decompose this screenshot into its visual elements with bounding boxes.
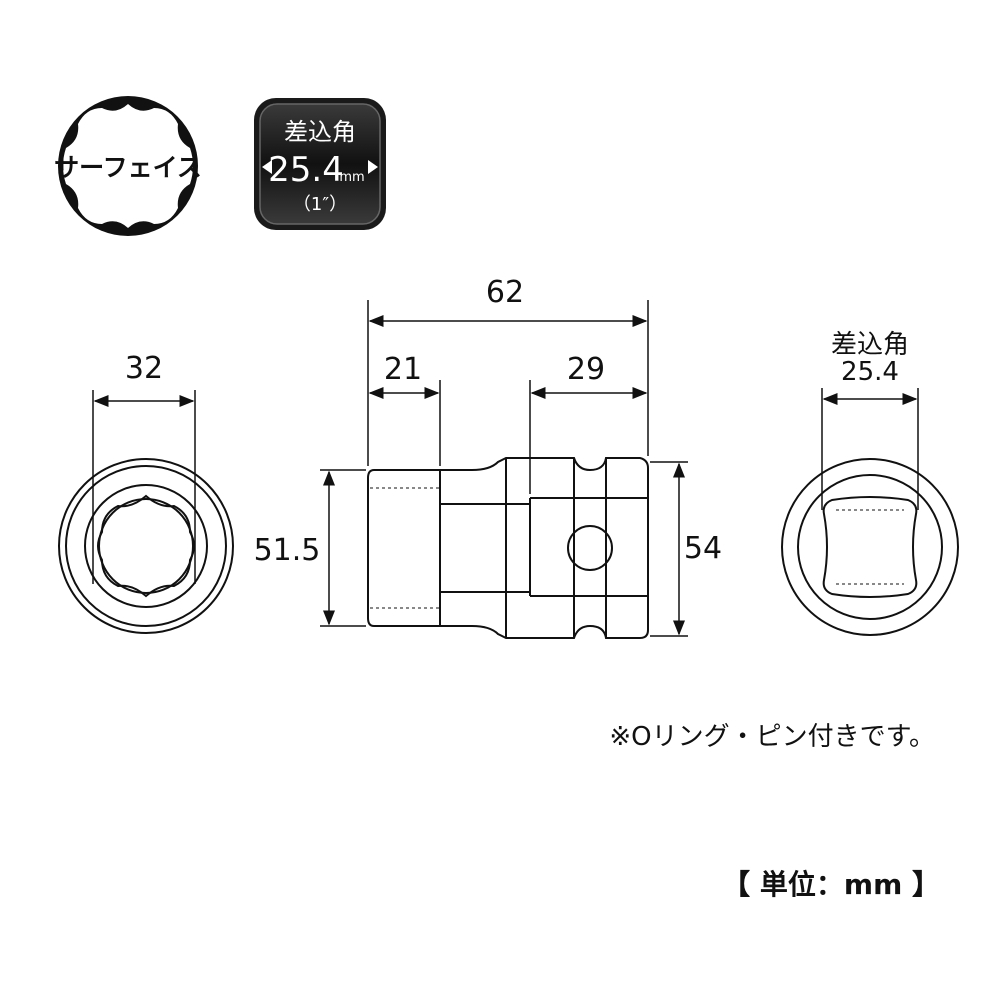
dim-opening-dia-label: 51.5 bbox=[254, 533, 321, 568]
badge-drive-unit: mm bbox=[339, 170, 364, 185]
surface-type-badge: サーフェイス bbox=[54, 96, 202, 236]
dim-rear-drive-label-2: 25.4 bbox=[841, 357, 899, 387]
rear-view bbox=[781, 458, 959, 636]
side-extension-lines bbox=[320, 300, 688, 637]
dim-front-opening-label: 32 bbox=[125, 351, 163, 386]
rear-hidden-lines bbox=[836, 509, 904, 585]
badge-drive-value: 25.4 bbox=[268, 150, 344, 190]
rear-inner-circle bbox=[797, 474, 943, 620]
accessory-note: ※Oリング・ピン付きです。 bbox=[609, 722, 935, 752]
rear-square-drive bbox=[822, 496, 918, 598]
surface-type-label: サーフェイス bbox=[54, 153, 202, 182]
side-hidden-lines bbox=[370, 487, 440, 609]
dim-total-length-label: 62 bbox=[486, 275, 524, 310]
side-pin-hole bbox=[567, 525, 613, 571]
left-arrow-icon bbox=[262, 160, 272, 174]
front-chamfer-circle bbox=[84, 484, 208, 608]
dim-rear-drive-label-1: 差込角 bbox=[831, 330, 909, 360]
front-bore-circle bbox=[98, 498, 194, 594]
badge-drive-inch: （1″） bbox=[293, 194, 347, 215]
unit-label: 【 単位：mm 】 bbox=[722, 868, 940, 901]
dim-drive-depth-label: 29 bbox=[567, 352, 605, 387]
dim-socket-depth-label: 21 bbox=[384, 352, 422, 387]
side-body-outline bbox=[367, 457, 649, 639]
dim-rear-drive bbox=[821, 388, 919, 510]
dim-body-dia-label: 54 bbox=[684, 531, 722, 566]
front-outer-circle bbox=[58, 458, 234, 634]
rear-outer-circle bbox=[781, 458, 959, 636]
side-view bbox=[367, 457, 649, 639]
front-hex-opening bbox=[97, 494, 195, 598]
badge-drive-title: 差込角 bbox=[284, 118, 356, 146]
dim-front-opening bbox=[92, 390, 196, 584]
front-view bbox=[58, 458, 234, 634]
badge-inner bbox=[259, 103, 381, 225]
right-arrow-icon bbox=[368, 160, 378, 174]
hex-star-icon bbox=[63, 104, 193, 228]
drive-size-badge: 差込角 25.4 mm （1″） bbox=[254, 98, 386, 230]
front-outer-inner-circle bbox=[65, 465, 227, 627]
side-dimension-arrows bbox=[323, 315, 685, 636]
